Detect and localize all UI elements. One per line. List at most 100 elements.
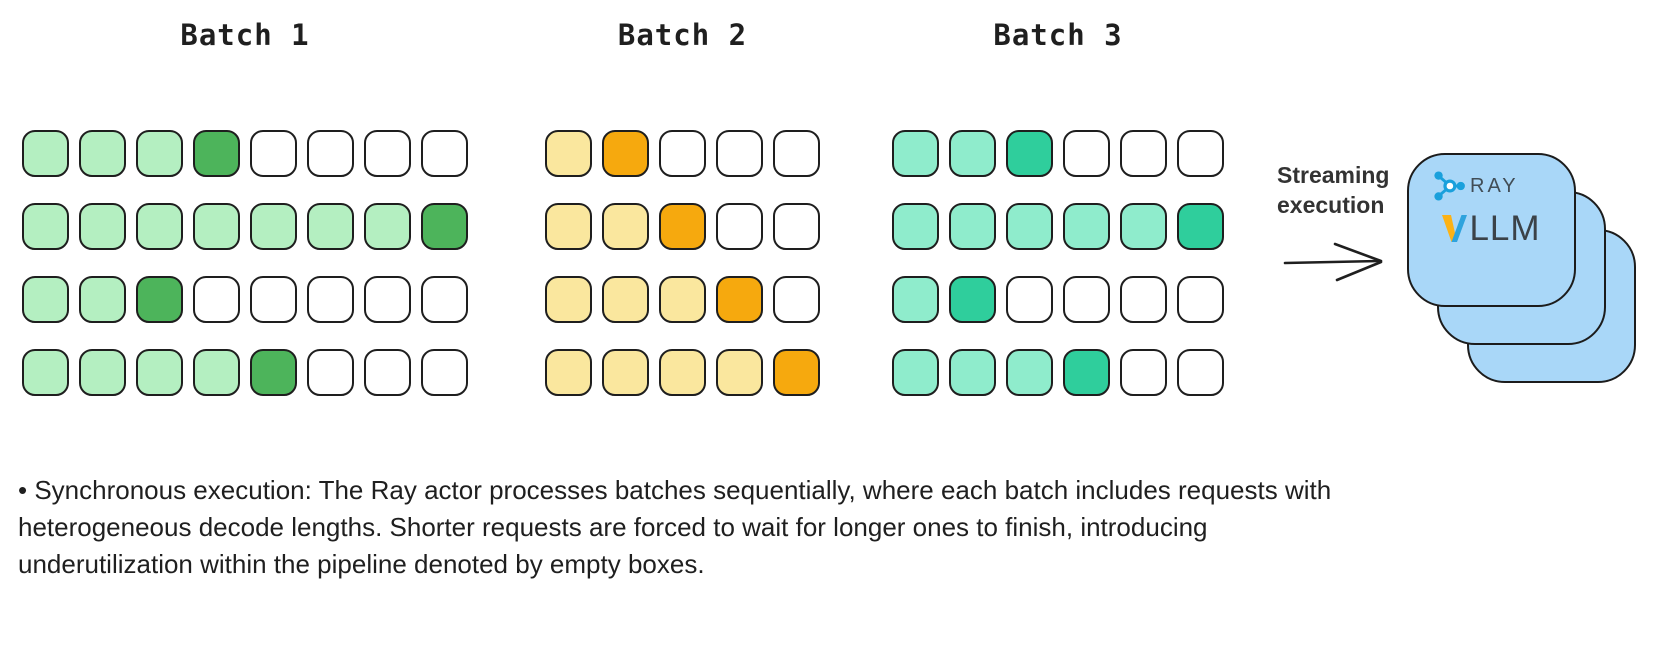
empty-slot-cell: [716, 130, 763, 177]
request-cell: [716, 276, 763, 323]
request-cell: [545, 349, 592, 396]
request-cell: [364, 203, 411, 250]
request-cell: [421, 203, 468, 250]
empty-slot-cell: [659, 130, 706, 177]
request-cell: [136, 276, 183, 323]
batch-row: [892, 203, 1224, 250]
empty-slot-cell: [364, 130, 411, 177]
empty-slot-cell: [716, 203, 763, 250]
request-cell: [545, 203, 592, 250]
request-cell: [1006, 349, 1053, 396]
right-arrow-icon: [1283, 242, 1383, 282]
ray-graph-icon: [1434, 171, 1465, 201]
request-cell: [79, 349, 126, 396]
empty-slot-cell: [421, 349, 468, 396]
request-cell: [79, 203, 126, 250]
request-cell: [1063, 203, 1110, 250]
empty-slot-cell: [1063, 130, 1110, 177]
request-cell: [602, 349, 649, 396]
empty-slot-cell: [773, 276, 820, 323]
batch-1-grid: [22, 130, 468, 396]
empty-slot-cell: [773, 203, 820, 250]
request-cell: [545, 130, 592, 177]
empty-slot-cell: [193, 276, 240, 323]
batch-row: [22, 130, 468, 177]
request-cell: [1177, 203, 1224, 250]
request-cell: [1120, 203, 1167, 250]
request-cell: [250, 349, 297, 396]
request-cell: [193, 203, 240, 250]
request-cell: [659, 203, 706, 250]
request-cell: [892, 276, 939, 323]
batch-row: [545, 130, 820, 177]
request-cell: [716, 349, 763, 396]
request-cell: [22, 349, 69, 396]
request-cell: [773, 349, 820, 396]
batch-row: [22, 203, 468, 250]
request-cell: [949, 276, 996, 323]
request-cell: [659, 349, 706, 396]
request-cell: [949, 349, 996, 396]
request-cell: [602, 276, 649, 323]
caption-line-1: • Synchronous execution: The Ray actor p…: [18, 475, 1332, 505]
request-cell: [136, 349, 183, 396]
request-cell: [79, 276, 126, 323]
ray-logo: RAY: [1431, 168, 1519, 204]
empty-slot-cell: [421, 276, 468, 323]
empty-slot-cell: [1120, 276, 1167, 323]
batch-row: [545, 276, 820, 323]
empty-slot-cell: [773, 130, 820, 177]
batch-2-grid: [545, 130, 820, 396]
engine-card-front: RAY LLM: [1407, 153, 1576, 307]
batch-1-title: Batch 1: [180, 18, 310, 52]
caption-line-3: underutilization within the pipeline den…: [18, 549, 705, 579]
vllm-logo: LLM: [1409, 209, 1574, 248]
batch-3-grid: [892, 130, 1224, 396]
empty-slot-cell: [364, 349, 411, 396]
empty-slot-cell: [250, 276, 297, 323]
caption: • Synchronous execution: The Ray actor p…: [18, 472, 1331, 583]
empty-slot-cell: [1177, 130, 1224, 177]
request-cell: [949, 203, 996, 250]
batch-row: [892, 349, 1224, 396]
request-cell: [545, 276, 592, 323]
request-cell: [659, 276, 706, 323]
batch-row: [545, 349, 820, 396]
request-cell: [892, 203, 939, 250]
request-cell: [892, 349, 939, 396]
request-cell: [602, 203, 649, 250]
caption-line-2: heterogeneous decode lengths. Shorter re…: [18, 512, 1208, 542]
ray-wordmark: RAY: [1470, 174, 1519, 197]
batch-row: [892, 276, 1224, 323]
request-cell: [892, 130, 939, 177]
request-cell: [22, 130, 69, 177]
batch-row: [545, 203, 820, 250]
request-cell: [1063, 349, 1110, 396]
empty-slot-cell: [1177, 349, 1224, 396]
empty-slot-cell: [1120, 130, 1167, 177]
request-cell: [602, 130, 649, 177]
batch-row: [892, 130, 1224, 177]
empty-slot-cell: [1177, 276, 1224, 323]
empty-slot-cell: [1063, 276, 1110, 323]
empty-slot-cell: [364, 276, 411, 323]
vllm-wordmark: LLM: [1469, 209, 1541, 248]
request-cell: [136, 203, 183, 250]
request-cell: [79, 130, 126, 177]
empty-slot-cell: [1120, 349, 1167, 396]
request-cell: [193, 130, 240, 177]
request-cell: [136, 130, 183, 177]
request-cell: [949, 130, 996, 177]
empty-slot-cell: [307, 130, 354, 177]
vllm-v-icon: [1442, 215, 1468, 242]
batch-row: [22, 276, 468, 323]
request-cell: [250, 203, 297, 250]
empty-slot-cell: [421, 130, 468, 177]
batch-row: [22, 349, 468, 396]
request-cell: [193, 349, 240, 396]
empty-slot-cell: [1006, 276, 1053, 323]
request-cell: [307, 203, 354, 250]
empty-slot-cell: [307, 349, 354, 396]
request-cell: [22, 203, 69, 250]
